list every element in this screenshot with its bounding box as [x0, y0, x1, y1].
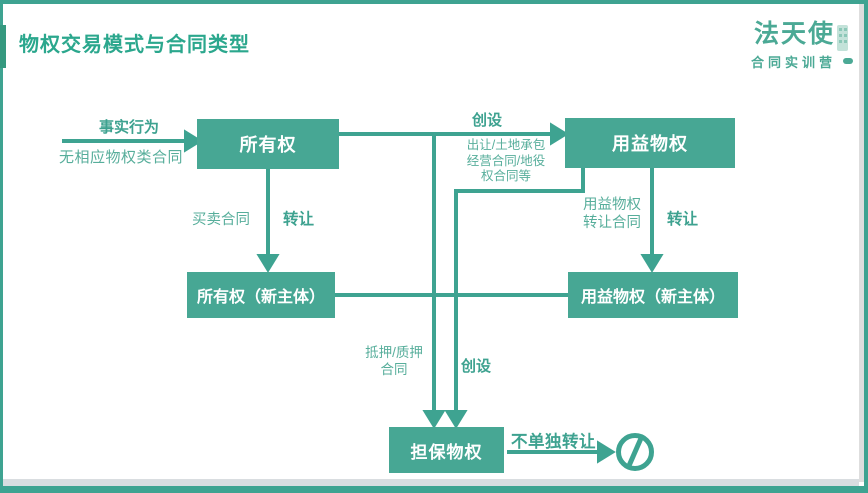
brand-seal-icon	[837, 25, 848, 51]
prohibition-slash	[625, 434, 645, 470]
brand-dash-icon	[843, 58, 853, 64]
node-ownership-new-subject: 所有权（新主体）	[187, 272, 335, 318]
title-accent-bar	[0, 25, 6, 68]
prohibition-icon	[616, 433, 654, 471]
brand-logo-subtitle: 合同实训营	[751, 55, 837, 70]
label-create-bottom: 创设	[461, 358, 492, 375]
label-fact-act: 事实行为	[98, 119, 159, 136]
arrowhead-fact-act	[184, 129, 203, 153]
label-create-top: 创设	[472, 112, 503, 129]
label-no-separate-transfer: 不单独转让	[511, 433, 596, 451]
node-usufruct: 用益物权	[565, 118, 735, 168]
label-transfer-ownership: 转让	[283, 211, 315, 228]
node-security-interest: 担保物权	[389, 427, 504, 473]
brand-logo-name: 法天使	[753, 21, 835, 48]
label-mortgage-pledge-contract: 抵押/质押 合同	[365, 345, 423, 377]
arrowhead-no-transfer	[597, 440, 616, 464]
label-sale-contract: 买卖合同	[192, 212, 250, 228]
frame-shadow-bottom	[3, 479, 859, 486]
arrowhead-create	[550, 122, 569, 146]
label-transfer-usufruct: 转让	[667, 211, 699, 228]
label-grant-contracts: 出让/土地承包 经营合同/地役 权合同等	[466, 138, 546, 183]
arrow-create-security	[454, 168, 585, 412]
frame-border-bottom	[0, 486, 868, 493]
page-title: 物权交易模式与合同类型	[19, 34, 250, 56]
frame-border-top	[0, 0, 868, 4]
frame-shadow-right	[859, 4, 864, 482]
label-usufruct-transfer-contract: 用益物权 转让合同	[583, 197, 641, 231]
frame-border-right	[864, 0, 868, 493]
prohibition-circle	[616, 433, 654, 471]
node-usufruct-new-subject: 用益物权（新主体）	[568, 272, 738, 318]
arrowhead-transfer-ownership	[256, 254, 280, 273]
node-ownership: 所有权	[197, 119, 339, 169]
arrowhead-create-security	[444, 410, 468, 429]
frame-border-left	[0, 0, 3, 493]
label-no-property-contract: 无相应物权类合同	[59, 149, 184, 166]
arrowhead-mortgage	[422, 410, 446, 429]
arrowhead-transfer-usufruct	[640, 254, 664, 273]
